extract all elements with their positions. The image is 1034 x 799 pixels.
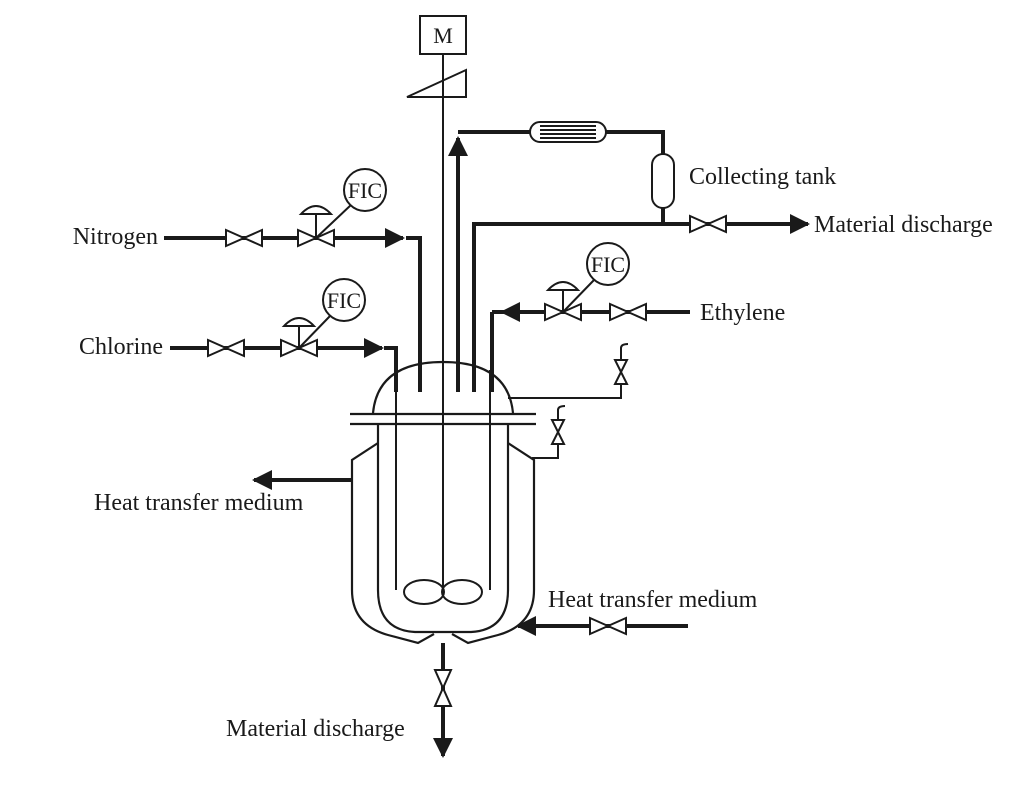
ethylene-hand-valve[interactable] [609, 302, 647, 322]
nitrogen-line: Nitrogen FIC [73, 168, 422, 392]
nitrogen-label: Nitrogen [73, 224, 158, 250]
fic-nitrogen-label: FIC [348, 178, 382, 203]
inner-vessel [376, 424, 510, 634]
nitrogen-hand-valve[interactable] [225, 228, 263, 248]
fic-ethylene-label: FIC [591, 252, 625, 277]
reactor-vessel [350, 360, 536, 645]
collecting-tank [651, 153, 675, 209]
discharge-top-valve[interactable] [689, 214, 727, 234]
ethylene-line: FIC Ethylene [490, 242, 785, 392]
gear-drive [406, 68, 467, 98]
fic-chlorine [322, 278, 366, 322]
impeller-blade-left [403, 579, 445, 605]
heat-medium-right-line: Heat transfer medium [516, 587, 758, 636]
fic-ethylene [586, 242, 630, 286]
vent-valve-upper[interactable] [613, 359, 629, 385]
impeller-blade-right [441, 579, 483, 605]
heat-medium-left-label: Heat transfer medium [94, 490, 304, 516]
jacket-right [451, 442, 536, 645]
collecting-tank-label: Collecting tank [689, 164, 836, 190]
material-discharge-top-line: Material discharge [472, 212, 993, 392]
ethylene-actuator-icon [545, 281, 581, 291]
material-discharge-top-label: Material discharge [814, 212, 993, 238]
vapor-line: Collecting tank [448, 121, 836, 392]
chlorine-hand-valve[interactable] [207, 338, 245, 358]
material-discharge-bottom-line: Material discharge [226, 643, 453, 758]
vent-valve-lower[interactable] [550, 419, 566, 445]
agitator-motor: M [406, 15, 467, 590]
ethylene-label: Ethylene [700, 300, 785, 326]
chlorine-line: Chlorine FIC [79, 278, 398, 392]
material-discharge-bottom-label: Material discharge [226, 716, 405, 742]
heat-medium-valve[interactable] [589, 616, 627, 636]
discharge-bottom-valve[interactable] [433, 669, 453, 707]
chlorine-actuator-icon [281, 317, 317, 327]
vent-lines [508, 343, 629, 459]
motor-label: M [433, 23, 453, 48]
fic-chlorine-label: FIC [327, 288, 361, 313]
chlorine-label: Chlorine [79, 334, 163, 360]
jacket-left [350, 442, 435, 645]
fic-nitrogen [343, 168, 387, 212]
heat-medium-left-line: Heat transfer medium [94, 470, 352, 516]
heat-medium-right-label: Heat transfer medium [548, 587, 758, 613]
nitrogen-actuator-icon [298, 205, 334, 215]
vessel-head [371, 360, 515, 414]
